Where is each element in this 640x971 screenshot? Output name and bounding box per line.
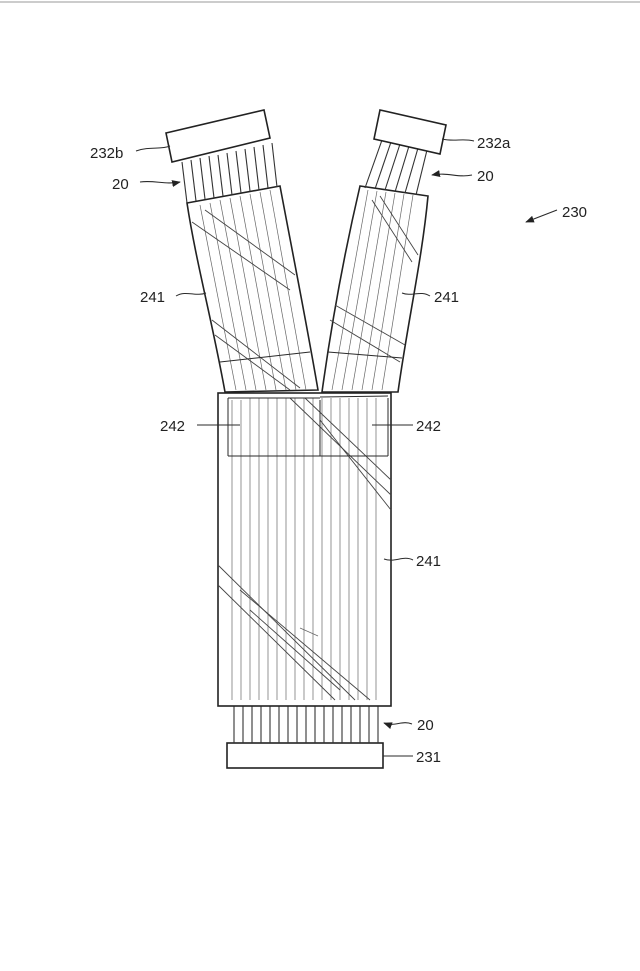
- label-20-bottom: 20: [417, 717, 434, 734]
- leader-232a: [442, 139, 474, 141]
- label-241-left: 241: [140, 289, 165, 306]
- label-231: 231: [416, 749, 441, 766]
- label-241-right: 241: [434, 289, 459, 306]
- label-232b: 232b: [90, 145, 123, 162]
- arrow-20-left: [140, 182, 180, 183]
- label-20-right: 20: [477, 168, 494, 185]
- label-20-left: 20: [112, 176, 129, 193]
- connector-232a: [374, 110, 446, 154]
- label-242-left: 242: [160, 418, 185, 435]
- arrow-20-right: [432, 174, 472, 176]
- label-232a: 232a: [477, 135, 511, 152]
- main-tube: [218, 393, 391, 706]
- label-241-main: 241: [416, 553, 441, 570]
- bottom-wires: [234, 706, 378, 743]
- label-242-right: 242: [416, 418, 441, 435]
- connector-231: [227, 743, 383, 768]
- arrow-230: [526, 210, 557, 222]
- arrow-20-bottom: [384, 723, 412, 725]
- left-branch-tube: [187, 186, 318, 392]
- label-230: 230: [562, 204, 587, 221]
- leader-232b: [136, 146, 170, 151]
- right-branch-tube: [322, 186, 428, 392]
- leader-241-left: [176, 293, 206, 296]
